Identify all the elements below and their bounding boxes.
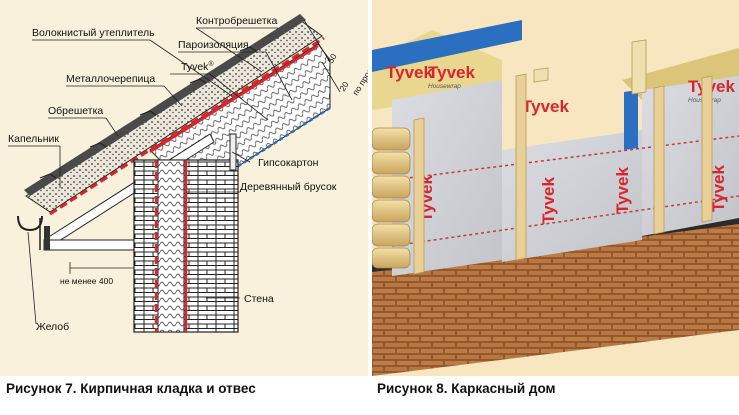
tyvek-logo-2: Tyvek [428, 63, 475, 82]
tyvek-logo-vert-3: Tyvek [613, 167, 632, 214]
roof-section-drawing: Контробрешетка Волокнистый утеплитель Па… [8, 14, 382, 333]
brick-wall [133, 159, 239, 333]
label-min-distance: не менее 400 [60, 276, 113, 286]
label-kontrobreshetka: Контробрешетка [196, 15, 277, 27]
label-per-project: по проекту [350, 55, 368, 97]
drywall-strip [229, 133, 237, 171]
label-drip-edge: Капельник [8, 133, 59, 145]
log-siding [372, 127, 411, 269]
label-wall: Стена [244, 293, 274, 305]
dimension-marks [69, 19, 341, 274]
tyvek-blue-top [372, 20, 522, 72]
brick-wall-roof-diagram: Контробрешетка Волокнистый утеплитель Па… [0, 0, 382, 376]
frame-house-illustration: Tyvek Tyvek Housewrap Tyvek Tyvek Housew… [372, 0, 739, 376]
tyvek-logo-1: Tyvek [386, 63, 433, 82]
tyvek-logo-vert-4: Tyvek [709, 165, 728, 212]
label-metal-tile: Металлочерепица [66, 73, 155, 85]
gutter-shape [17, 215, 43, 250]
figure-8-caption: Рисунок 8. Каркасный дом [377, 381, 556, 396]
label-fibrous-insulation: Волокнистый утеплитель [32, 27, 155, 39]
tyvek-logo-3: Tyvek [522, 97, 569, 116]
frame-house-drawing: Tyvek Tyvek Housewrap Tyvek Tyvek Housew… [372, 20, 739, 376]
label-tyvek: Tyvek® [181, 60, 214, 73]
roof-tile-layer [24, 14, 323, 213]
label-wooden-beam: Деревянный брусок [240, 181, 337, 193]
label-battens: Обрешетка [48, 105, 103, 117]
label-vapor-barrier: Пароизоляция [178, 39, 249, 51]
figure-7-caption: Рисунок 7. Кирпичная кладка и отвес [6, 381, 256, 396]
roof-membranes [49, 36, 331, 216]
label-tyvek-text: Tyvek [181, 61, 209, 73]
tyvek-sub-1: Housewrap [428, 83, 461, 90]
label-tyvek-mark: ® [208, 60, 214, 68]
label-gutter: Желоб [36, 321, 69, 333]
tyvek-logo-vert-2: Tyvek [539, 177, 558, 224]
leader-lines [8, 27, 293, 325]
wood-battens [413, 39, 713, 275]
label-drywall: Гипсокартон [258, 157, 319, 169]
